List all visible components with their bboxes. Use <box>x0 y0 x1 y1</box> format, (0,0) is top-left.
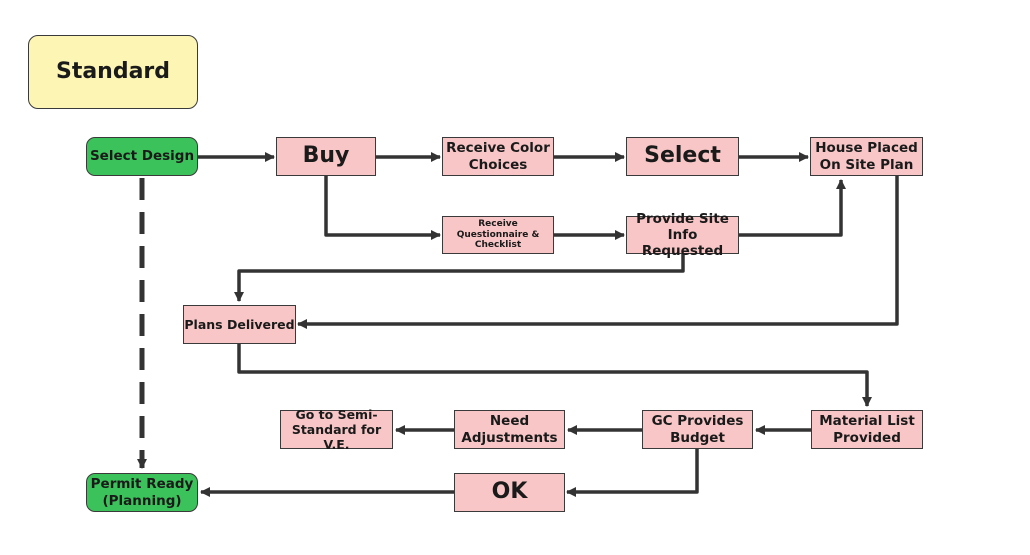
node-ok[interactable]: OK <box>454 473 565 512</box>
arrow-buy-to-questionnaire <box>324 176 441 240</box>
node-receive-questionnaire[interactable]: Receive Questionnaire & Checklist <box>442 216 554 254</box>
node-house-placed[interactable]: House Placed On Site Plan <box>810 137 923 176</box>
arrow-house-placed-to-plans-delivered <box>297 176 899 329</box>
node-gc-provides-budget[interactable]: GC Provides Budget <box>642 410 753 449</box>
node-select-design[interactable]: Select Design <box>86 137 198 176</box>
node-need-adjustments[interactable]: Need Adjustments <box>454 410 565 449</box>
arrow-plans-delivered-to-material-list <box>237 344 872 407</box>
node-material-list[interactable]: Material List Provided <box>811 410 923 449</box>
node-provide-site-info[interactable]: Provide Site Info Requested <box>626 211 739 259</box>
node-receive-color-choices[interactable]: Receive Color Choices <box>442 137 554 176</box>
legend-standard: Standard <box>28 35 198 109</box>
node-semi-standard[interactable]: Go to Semi-Standard for V.E. <box>280 407 393 452</box>
arrow-gc-budget-to-ok <box>566 449 699 497</box>
node-permit-ready[interactable]: Permit Ready (Planning) <box>86 473 198 512</box>
arrow-site-info-to-plans-delivered <box>234 254 685 302</box>
node-buy[interactable]: Buy <box>276 137 376 176</box>
arrow-site-info-to-house-placed <box>739 179 846 237</box>
node-plans-delivered[interactable]: Plans Delivered <box>183 305 296 344</box>
node-select[interactable]: Select <box>626 137 739 176</box>
